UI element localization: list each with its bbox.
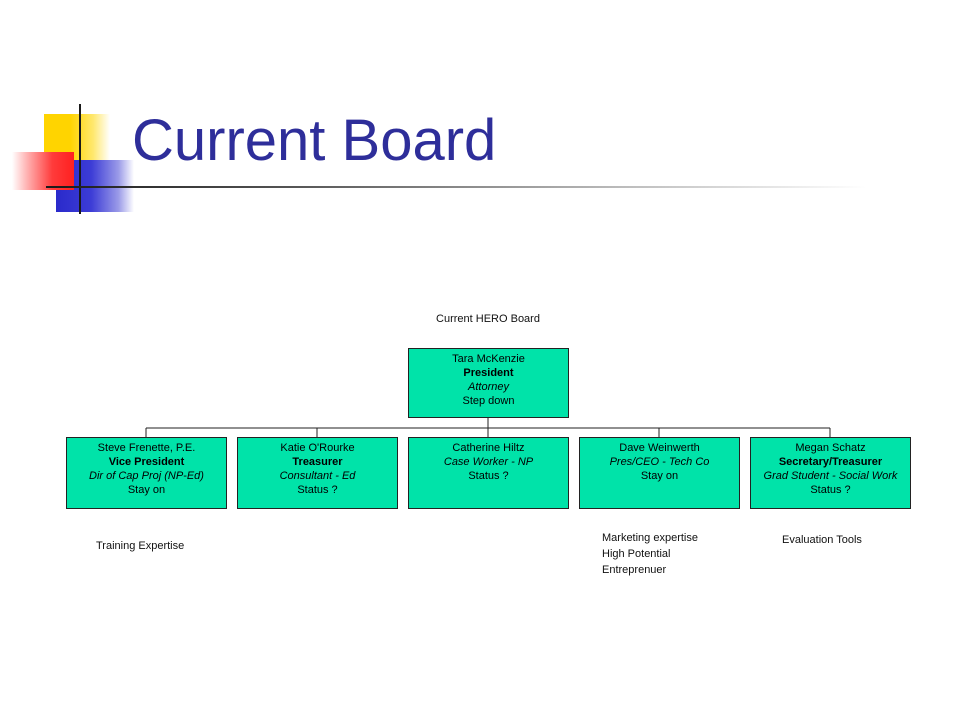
note-member-4: Marketing expertise High Potential Entre… <box>602 530 698 578</box>
node-status: Status ? <box>810 484 851 496</box>
node-status: Step down <box>462 395 515 407</box>
org-node-member-5: Megan Schatz Secretary/Treasurer Grad St… <box>750 437 911 509</box>
node-name: Tara McKenzie <box>452 353 525 365</box>
node-status: Stay on <box>127 484 166 496</box>
node-name: Dave Weinwerth <box>619 442 700 454</box>
org-chart-caption: Current HERO Board <box>436 313 540 325</box>
node-role: President <box>463 367 514 379</box>
org-node-member-3: Catherine Hiltz Case Worker - NP Status … <box>408 437 569 509</box>
note-line: Evaluation Tools <box>782 534 862 546</box>
node-status: Status ? <box>468 470 509 482</box>
node-role: Treasurer <box>292 456 343 468</box>
node-job: Pres/CEO - Tech Co <box>609 456 710 468</box>
node-job: Dir of Cap Proj (NP-Ed) <box>89 470 204 482</box>
node-name: Megan Schatz <box>795 442 866 454</box>
slide-title: Current Board <box>132 108 497 173</box>
node-role: Vice President <box>108 456 185 468</box>
org-node-member-4: Dave Weinwerth Pres/CEO - Tech Co Stay o… <box>579 437 740 509</box>
node-job: Attorney <box>468 381 509 393</box>
note-line: High Potential <box>602 548 671 560</box>
node-job: Case Worker - NP <box>443 456 534 468</box>
org-node-member-2: Katie O'Rourke Treasurer Consultant - Ed… <box>237 437 398 509</box>
decor-red-square <box>12 152 74 190</box>
node-name: Steve Frenette, P.E. <box>97 442 196 454</box>
node-status: Status ? <box>297 484 338 496</box>
node-name: Catherine Hiltz <box>452 442 525 454</box>
decor-vertical-line <box>79 104 81 214</box>
node-job: Consultant - Ed <box>279 470 356 482</box>
note-line: Entreprenuer <box>602 564 667 576</box>
node-status: Stay on <box>640 470 679 482</box>
note-member-1: Training Expertise <box>96 538 184 554</box>
node-role: Secretary/Treasurer <box>778 456 883 468</box>
org-node-root: Tara McKenzie President Attorney Step do… <box>408 348 569 418</box>
note-line: Training Expertise <box>96 540 185 552</box>
org-node-member-1: Steve Frenette, P.E. Vice President Dir … <box>66 437 227 509</box>
note-line: Marketing expertise <box>602 532 698 544</box>
node-name: Katie O'Rourke <box>280 442 355 454</box>
note-member-5: Evaluation Tools <box>782 532 862 548</box>
title-underline <box>46 186 866 188</box>
node-job: Grad Student - Social Work <box>763 470 898 482</box>
